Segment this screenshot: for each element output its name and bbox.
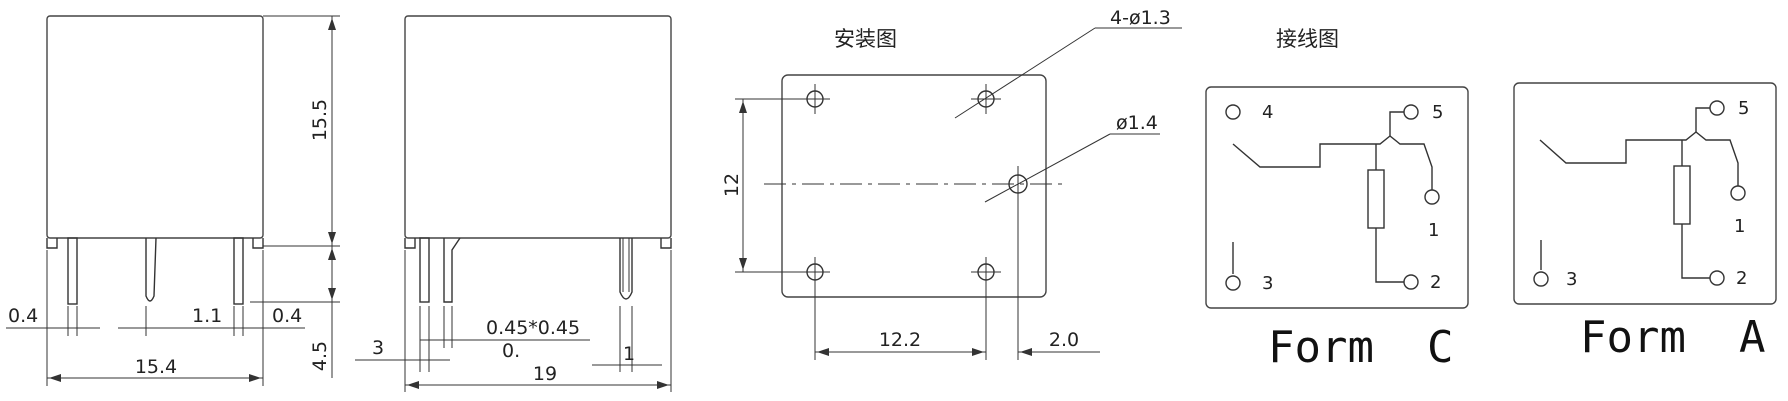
front-pin-middle <box>145 237 157 302</box>
side-view-body <box>404 15 672 239</box>
mounting-diagram: 安装图 <box>721 7 1182 360</box>
front-height-dimension: 15.5 <box>263 15 340 247</box>
side-pins <box>419 237 633 303</box>
front-right-pin-label: 0.4 <box>272 305 302 327</box>
mounting-vertical-label: 12 <box>721 173 743 197</box>
side-pin-1 <box>419 237 430 303</box>
form-a-pin-3-terminal <box>1533 271 1549 287</box>
side-base-right <box>660 238 672 249</box>
form-a-pin-1-terminal <box>1730 185 1746 201</box>
mounting-edge-label: 2.0 <box>1049 329 1079 351</box>
front-left-pin-label: 0.4 <box>8 305 38 327</box>
front-pin-dimensions: 0.4 1.1 0.4 <box>6 305 305 336</box>
form-c-pin-5-terminal <box>1403 104 1419 120</box>
front-base-right <box>252 238 264 249</box>
side-pin-2 <box>443 237 461 303</box>
side-pin-section-dimension: 0.45*0.45 0. <box>420 306 590 362</box>
side-width-dimension: 19 <box>404 250 672 392</box>
form-a-pin-5-line <box>1695 107 1710 132</box>
front-width-dimension: 15.4 <box>46 250 264 386</box>
side-pin-section-label: 0.45*0.45 <box>486 317 580 339</box>
front-width-label: 15.4 <box>135 356 177 378</box>
form-c-pin-2-label: 2 <box>1430 272 1441 293</box>
form-a-pin-3-label: 3 <box>1566 269 1577 290</box>
form-c-label: Form C <box>1268 322 1453 373</box>
side-pin-3 <box>619 238 633 300</box>
side-offset-dimension: 3 <box>355 306 450 372</box>
wiring-form-a: 5 1 2 3 Form A <box>1513 82 1777 363</box>
front-pins <box>67 237 244 305</box>
mounting-holes <box>800 84 1028 287</box>
side-base-left <box>404 238 416 249</box>
front-pitch-label: 1.1 <box>192 305 222 327</box>
form-c-pin-1-label: 1 <box>1428 220 1439 241</box>
form-c-pin-4-label: 4 <box>1262 102 1273 123</box>
mounting-title: 安装图 <box>834 27 897 51</box>
form-a-pin-2-label: 2 <box>1736 268 1747 289</box>
form-c-coil-lead-bottom <box>1375 228 1404 283</box>
hole-leader: 4-ø1.3 <box>954 7 1182 119</box>
hole-top-right <box>971 84 1001 114</box>
front-pin-left <box>67 237 78 305</box>
form-a-pin-5-terminal <box>1709 100 1725 116</box>
front-pin-length-label: 4.5 <box>309 341 331 371</box>
side-sub-label: 0. <box>502 340 520 362</box>
form-c-pin-1-terminal <box>1424 189 1440 205</box>
mounting-horizontal-label: 12.2 <box>879 329 921 351</box>
side-view: 3 0.45*0.45 0. 19 1 <box>355 15 672 392</box>
side-pin-label: 1 <box>623 343 635 365</box>
front-base-left <box>46 238 58 249</box>
center-hole-leader: ø1.4 <box>984 112 1160 203</box>
side-width-label: 19 <box>533 363 557 385</box>
form-a-pin-1-label: 1 <box>1734 216 1745 237</box>
form-c-pin-3-label: 3 <box>1262 273 1273 294</box>
wiring-title: 接线图 <box>1276 27 1339 51</box>
form-c-pin-5-line <box>1389 111 1404 136</box>
form-c-pin-3-terminal <box>1225 275 1241 291</box>
center-hole-label: ø1.4 <box>1116 112 1158 134</box>
side-pin-dimension: 1 <box>592 306 662 372</box>
form-a-armature <box>1539 131 1739 186</box>
form-c-pin-2-terminal <box>1403 274 1419 290</box>
form-a-frame <box>1513 82 1777 305</box>
side-offset-label: 3 <box>372 337 384 359</box>
form-c-frame <box>1205 86 1469 309</box>
form-a-label: Form A <box>1580 312 1765 363</box>
front-pin-right <box>233 237 244 305</box>
hole-label: 4-ø1.3 <box>1110 7 1171 29</box>
mounting-horizontal-dimension: 12.2 2.0 <box>814 200 1100 360</box>
mounting-outline <box>781 74 1047 298</box>
form-c-pin-5-label: 5 <box>1432 102 1443 123</box>
front-height-label: 15.5 <box>309 99 331 141</box>
form-a-pin-5-label: 5 <box>1738 98 1749 119</box>
form-a-coil-lead-bottom <box>1681 224 1710 279</box>
form-c-pin-4-terminal <box>1225 104 1241 120</box>
wiring-form-c: 4 5 1 2 3 Form C <box>1205 86 1469 373</box>
front-view-body <box>46 15 264 239</box>
form-c-armature <box>1232 135 1433 190</box>
front-pin-length-dimension: 4.5 <box>250 246 340 378</box>
front-view: 15.5 4.5 15.4 0.4 1.1 <box>6 15 340 386</box>
mounting-vertical-dimension: 12 <box>721 98 805 273</box>
form-a-pin-2-terminal <box>1709 270 1725 286</box>
